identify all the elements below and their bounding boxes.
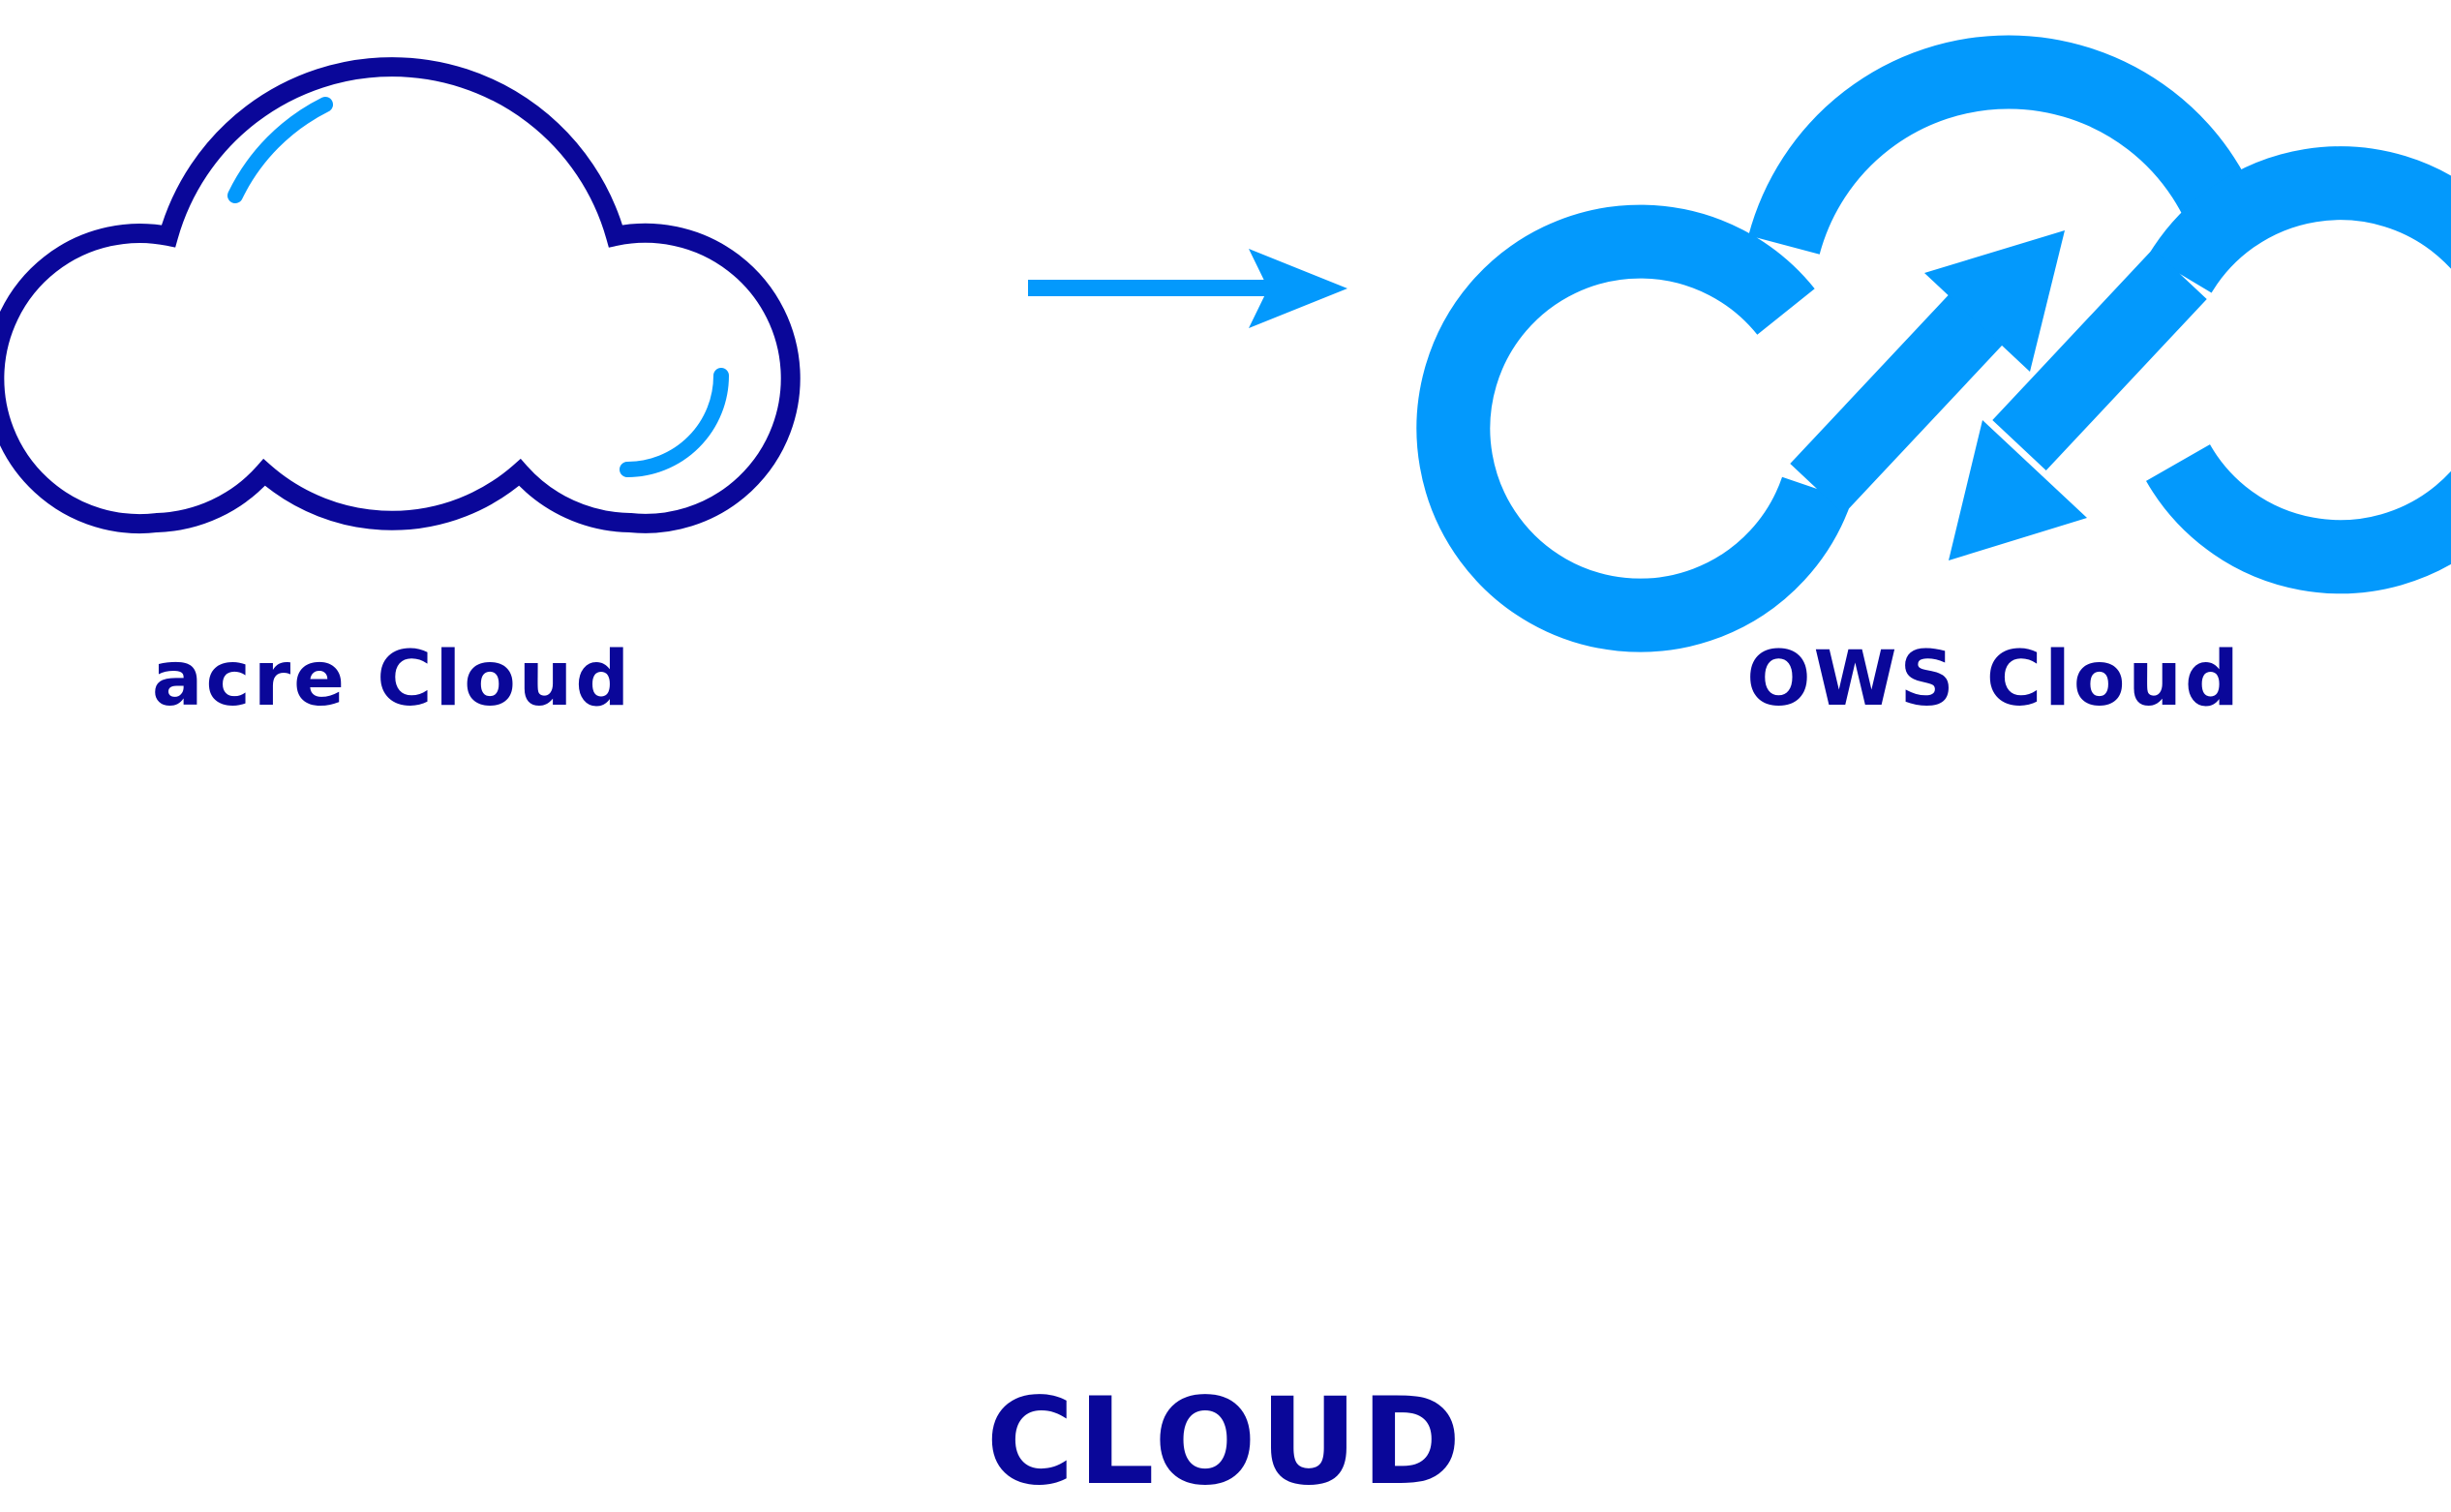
arrow-shaft — [1028, 280, 1270, 296]
sync-cloud-outer — [1416, 204, 1852, 652]
cloud-highlight-bottom — [620, 368, 729, 477]
arrow-head — [1249, 249, 1347, 328]
sync-arrow-head-down — [1949, 420, 2087, 560]
outline-cloud-shape — [0, 57, 801, 534]
target-cloud-label: OWS Cloud — [1746, 636, 2242, 723]
cloud-highlight-top — [227, 97, 333, 203]
arrow-right-icon — [1028, 249, 1347, 328]
sync-arrow-shaft-up — [1790, 289, 2007, 515]
outline-cloud-icon — [0, 57, 801, 534]
sync-cloud-dome — [1748, 35, 2269, 256]
sync-cloud-right — [2146, 146, 2451, 594]
source-cloud-label: acre Cloud — [151, 636, 633, 723]
page-title: CLOUD — [985, 1373, 1466, 1512]
sync-arrow-head-up — [1924, 230, 2065, 372]
sync-cloud-icon — [1416, 35, 2451, 652]
sync-arrow-shaft-down — [1992, 249, 2207, 470]
